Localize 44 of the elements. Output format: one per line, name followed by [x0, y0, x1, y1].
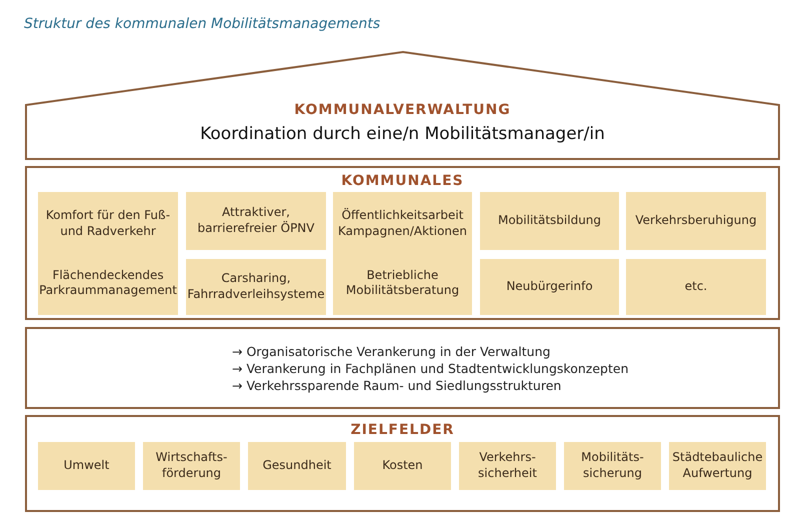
- topic-text: Flächendeckendes Parkraummanagement: [39, 268, 177, 299]
- topic-box: [564, 442, 661, 490]
- topic-text: Attraktiver, barrierefreier ÖPNV: [196, 205, 316, 237]
- topic-box: [669, 442, 766, 490]
- topic-box: [38, 192, 178, 315]
- topic-text: Städtebauliche Aufwertung: [672, 450, 763, 482]
- topic-box: [333, 192, 472, 315]
- subtitle-text: Koordination durch eine/n Mobilitätsmanager/in: [199, 124, 606, 144]
- topic-box: [248, 442, 346, 490]
- topic-box: [354, 442, 451, 490]
- section-band: [25, 327, 780, 409]
- topic-text: Betriebliche Mobilitätsberatung: [344, 268, 460, 299]
- bullet-text: → Organisatorische Verankerung in der Verwaltung: [232, 343, 550, 360]
- topic-box: [143, 442, 240, 490]
- section-heading: KOMMUNALES: [340, 173, 465, 189]
- topic-box: [186, 192, 326, 250]
- section-band: [25, 166, 780, 320]
- topic-text: Kosten: [382, 458, 423, 474]
- topic-text: Komfort für den Fuß- und Radverkehr: [44, 208, 172, 240]
- section-heading: ZIELFELDER: [350, 422, 456, 438]
- topic-box: [38, 442, 135, 490]
- topic-box: [626, 259, 766, 315]
- house-roof-panel: [25, 50, 780, 160]
- bullet-text: → Verkehrssparende Raum- und Siedlungsstrukturen: [232, 377, 562, 394]
- diagram-title: Struktur des kommunalen Mobilitätsmanagements: [24, 16, 380, 32]
- topic-box: [459, 442, 556, 490]
- topic-text: Umwelt: [64, 458, 110, 474]
- topic-text: Verkehrsberuhigung: [635, 213, 757, 229]
- topic-text: Verkehrs- sicherheit: [477, 450, 538, 482]
- topic-text: Carsharing, Fahrradverleihsysteme: [187, 271, 325, 303]
- topic-text: Mobilitätsbildung: [498, 213, 602, 229]
- bullet-text: → Verankerung in Fachplänen und Stadtentwicklungskonzepten: [232, 360, 628, 377]
- topic-box: [480, 192, 619, 250]
- topic-text: Wirtschafts- förderung: [154, 450, 228, 482]
- topic-box: [626, 192, 766, 250]
- topic-text: etc.: [684, 279, 708, 295]
- topic-text: Neubürgerinfo: [506, 279, 593, 295]
- section-heading: KOMMUNALVERWALTUNG: [293, 102, 512, 118]
- topic-text: Öffentlichkeitsarbeit Kampagnen/Aktionen: [337, 208, 468, 240]
- section-band: [25, 415, 780, 512]
- topic-box: [186, 259, 326, 315]
- topic-text: Gesundheit: [262, 458, 332, 474]
- topic-text: Mobilitäts- sicherung: [580, 450, 645, 482]
- topic-box: [480, 259, 619, 315]
